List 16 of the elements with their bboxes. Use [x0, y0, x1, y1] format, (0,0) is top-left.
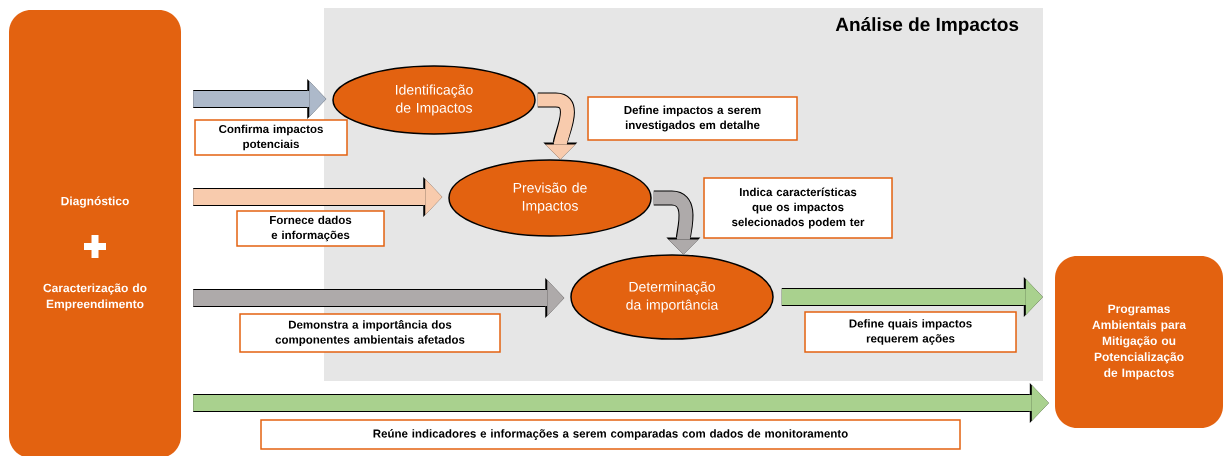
- block-arrow: [781, 277, 1043, 317]
- process-box: Diagnóstico Caracterização do Empreendimento: [9, 10, 181, 456]
- edge-label: Fornece dados e informações: [236, 210, 385, 247]
- block-arrow: [193, 79, 327, 119]
- edge-label: Demonstra a importância dos componentes ambientais afetados: [239, 313, 501, 353]
- block-arrow: [653, 190, 701, 255]
- process-box: Programas Ambientais para Mitigação ou Potencialização de Impactos: [1055, 256, 1223, 428]
- edge-label: Reúne indicadores e informações a serem comparadas com dados de monitoramento: [260, 419, 961, 450]
- block-arrow: [193, 383, 1049, 423]
- block-arrow: [537, 92, 578, 160]
- edge-label: Confirma impactos potenciais: [194, 119, 348, 156]
- edge-label: Define impactos a serem investigados em detalhe: [587, 96, 798, 141]
- edge-label: Indica características que os impactos selecionados podem ter: [703, 177, 893, 239]
- edge-label: Define quais impactos requerem ações: [804, 311, 1017, 353]
- block-arrow: [193, 177, 443, 217]
- block-arrow: [193, 278, 565, 318]
